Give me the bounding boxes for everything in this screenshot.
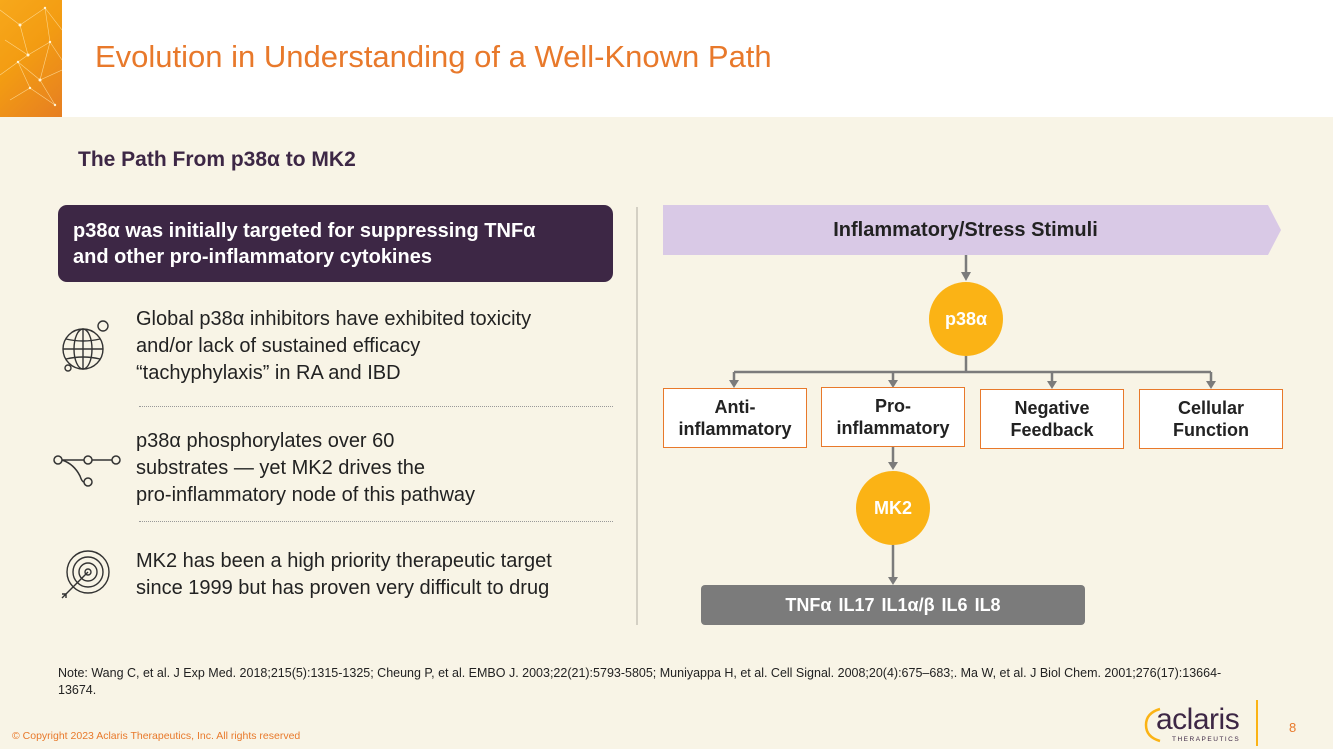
callout-line-2: and other pro-inflammatory cytokines (73, 246, 432, 268)
mk2-node: MK2 (856, 471, 930, 545)
p38-node: p38α (929, 282, 1003, 356)
callout-box: p38α was initially targeted for suppress… (58, 205, 613, 282)
stimuli-banner-shape (663, 205, 1281, 255)
logo-subtext: THERAPEUTICS (1172, 736, 1241, 743)
page-title: Evolution in Understanding of a Well-Kno… (95, 39, 772, 74)
branch-anti-inflammatory: Anti- inflammatory (663, 388, 807, 448)
logo-wordmark: aclaris (1156, 703, 1240, 736)
divider-1 (139, 406, 613, 407)
callout-line-1: p38α was initially targeted for suppress… (73, 220, 536, 242)
pathway-nodes-icon (52, 446, 124, 495)
copyright-text: © Copyright 2023 Aclaris Therapeutics, I… (12, 730, 301, 742)
section-subtitle: The Path From p38α to MK2 (78, 148, 356, 171)
point-text-3: MK2 has been a high priority therapeutic… (136, 550, 552, 599)
page-number: 8 (1289, 720, 1297, 735)
globe-icon (58, 318, 114, 381)
logo-separator (1256, 700, 1258, 746)
aclaris-logo: aclaris THERAPEUTICS (1140, 703, 1250, 745)
stimuli-banner: Inflammatory/Stress Stimuli (663, 205, 1281, 255)
target-icon (58, 548, 114, 609)
cytokines-bar: TNFα IL17 IL1α/β IL6 IL8 (701, 585, 1085, 625)
corner-network-art (0, 0, 62, 117)
branch-pro-inflammatory: Pro- inflammatory (821, 387, 965, 447)
point-text-1: Global p38α inhibitors have exhibited to… (136, 308, 532, 384)
column-divider (636, 207, 638, 625)
branch-negative-feedback: Negative Feedback (980, 389, 1124, 449)
branch-cellular-function: Cellular Function (1139, 389, 1283, 449)
header-bar: Evolution in Understanding of a Well-Kno… (0, 0, 1333, 117)
stimuli-label: Inflammatory/Stress Stimuli (833, 219, 1098, 241)
references-note: Note: Wang C, et al. J Exp Med. 2018;215… (58, 666, 1222, 697)
point-text-2: p38α phosphorylates over 60 substrates —… (136, 430, 476, 506)
divider-2 (139, 521, 613, 522)
